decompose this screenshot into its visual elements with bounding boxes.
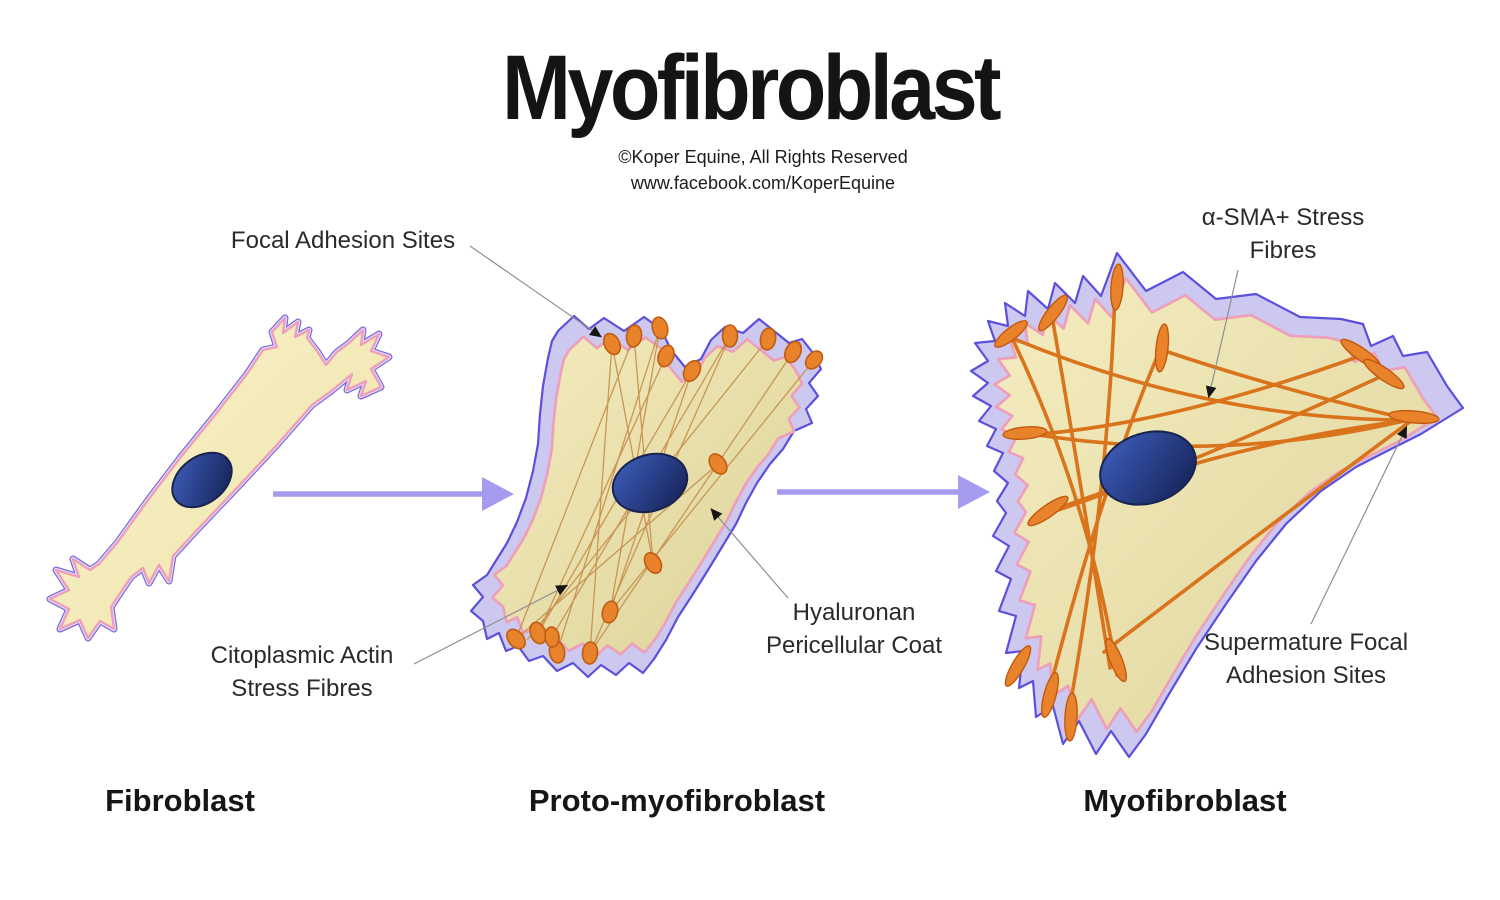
proto-myofibroblast-nucleus [611, 452, 689, 514]
cytoplasmic-actin-stress-fibres-label: Citoplasmic Actin Stress Fibres [210, 642, 394, 703]
hyaluronan-pointer [710, 508, 789, 599]
supermature-focal-adhesions [994, 263, 1440, 742]
arrow-right-icon [273, 477, 514, 511]
alpha-sma-stress-fibres [1010, 290, 1414, 730]
copyright-text: ©Koper Equine, All Rights Reserved [618, 147, 908, 167]
supermature-pointer [1310, 425, 1408, 625]
arrow-right-icon [777, 475, 990, 509]
copyright-block: ©Koper Equine, All Rights Reserved www.f… [618, 144, 907, 196]
fibroblast-illustration [46, 314, 393, 642]
myofibroblast-illustration [969, 251, 1465, 759]
annotation-pointer-lines [413, 245, 1408, 665]
stage-label-fibroblast: Fibroblast [105, 783, 255, 818]
myofibroblast-nucleus [1099, 430, 1197, 506]
alpha-sma-pointer [1205, 269, 1239, 399]
supermature-focal-adhesion-sites-label: Supermature Focal Adhesion Sites [1203, 629, 1409, 690]
alpha-sma-stress-fibres-label: α-SMA+ Stress Fibres [1201, 204, 1365, 265]
website-text: www.facebook.com/KoperEquine [630, 173, 896, 194]
stage-label-myofibroblast: Myofibroblast [1083, 783, 1287, 818]
stage-label-proto-myofibroblast: Proto-myofibroblast [528, 783, 826, 818]
focal-adhesion-sites-label: Focal Adhesion Sites [230, 227, 456, 254]
cytoplasmic-actin-pointer [413, 584, 569, 665]
focal-adhesion-pointer [469, 245, 602, 338]
hyaluronan-pericellular-coat-label: Hyaluronan Pericellular Coat [765, 599, 943, 660]
fibroblast-nucleus [171, 451, 233, 509]
focal-adhesion-dots [506, 316, 824, 665]
page-title: Myofibroblast [501, 37, 1002, 139]
